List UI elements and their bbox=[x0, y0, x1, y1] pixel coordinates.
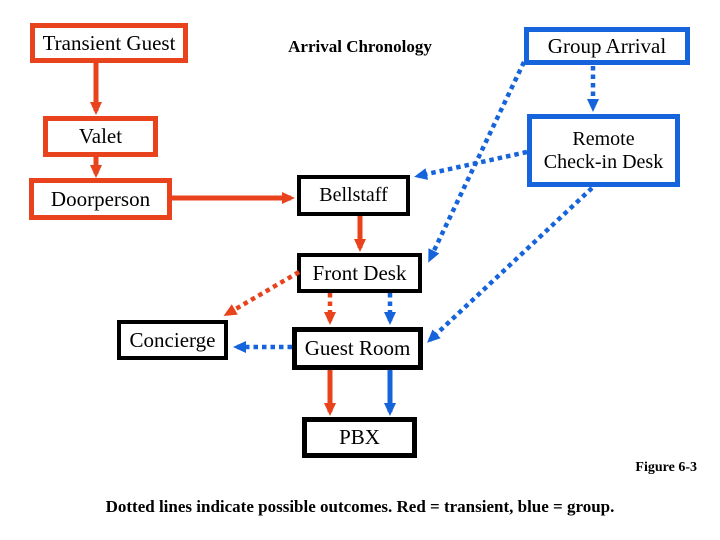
node-remote-checkin-line2: Check-in Desk bbox=[543, 150, 664, 173]
node-transient-guest: Transient Guest bbox=[30, 23, 188, 63]
node-guest-room-label: Guest Room bbox=[304, 336, 411, 361]
edge-group-arrival-to-front-desk-dotted bbox=[427, 61, 527, 263]
node-guest-room: Guest Room bbox=[292, 327, 423, 370]
legend-caption: Dotted lines indicate possible outcomes.… bbox=[105, 497, 615, 516]
node-pbx-label: PBX bbox=[339, 425, 380, 450]
node-concierge-label: Concierge bbox=[129, 327, 216, 352]
edge-front-desk-to-concierge-dotted bbox=[223, 270, 301, 317]
node-group-arrival-label: Group Arrival bbox=[547, 33, 667, 58]
figure-number-label: Figure 6-3 bbox=[635, 460, 697, 475]
node-front-desk: Front Desk bbox=[297, 253, 422, 293]
node-valet-label: Valet bbox=[78, 124, 123, 149]
node-concierge: Concierge bbox=[117, 320, 228, 360]
edge-remote-checkin-to-guest-room-dotted bbox=[427, 186, 594, 343]
node-doorperson-label: Doorperson bbox=[50, 186, 151, 211]
node-bellstaff: Bellstaff bbox=[297, 175, 410, 216]
node-doorperson: Doorperson bbox=[29, 178, 172, 220]
node-transient-guest-label: Transient Guest bbox=[42, 30, 176, 55]
node-front-desk-label: Front Desk bbox=[312, 260, 407, 285]
node-bellstaff-label: Bellstaff bbox=[319, 184, 388, 206]
node-group-arrival: Group Arrival bbox=[524, 27, 690, 65]
node-remote-checkin-desk: Remote Check-in Desk bbox=[527, 114, 680, 187]
node-remote-checkin-line1: Remote bbox=[572, 127, 635, 150]
node-valet: Valet bbox=[43, 116, 158, 157]
node-pbx: PBX bbox=[302, 417, 417, 458]
edge-remote-checkin-to-bellstaff-dotted bbox=[414, 149, 528, 180]
diagram-title: Arrival Chronology bbox=[288, 37, 432, 56]
